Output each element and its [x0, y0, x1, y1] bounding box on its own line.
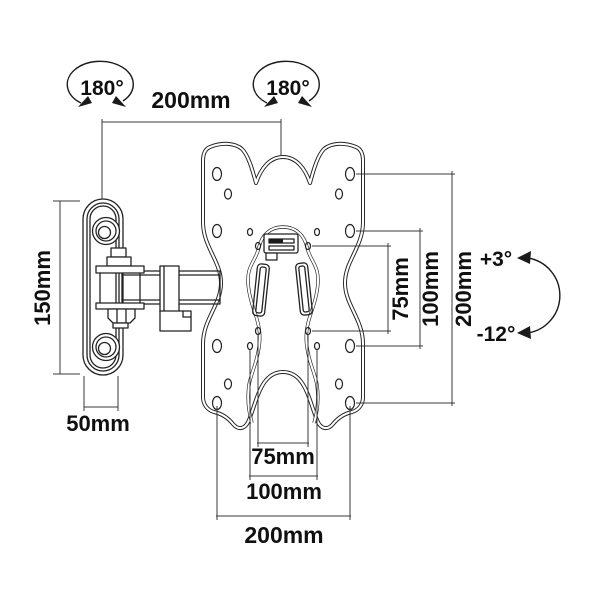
- mount-arm: [121, 265, 221, 332]
- wall-screw-bottom: [91, 332, 121, 362]
- label-bottom-vesa-75: 75mm: [251, 444, 315, 469]
- hex-nut: [107, 308, 136, 324]
- arm-end-block: [159, 310, 192, 332]
- tilt-arrow: [517, 251, 561, 339]
- dim-bottom-vesa-200: [216, 406, 351, 520]
- label-right-vesa-75: 75mm: [388, 257, 413, 321]
- latch-mechanism: [263, 233, 299, 261]
- left-slot: [252, 263, 270, 317]
- vesa-plate-outline: [201, 141, 365, 431]
- right-slot: [295, 262, 313, 316]
- inner-tilt-plate: [246, 225, 320, 424]
- dim-top-width: [101, 119, 282, 199]
- dimension-lines: [53, 119, 455, 520]
- swivel-arrow-left: [66, 60, 134, 107]
- label-tilt-down: -12°: [477, 323, 516, 346]
- label-bottom-vesa-100: 100mm: [246, 479, 322, 504]
- label-right-vesa-200: 200mm: [451, 251, 476, 327]
- dim-right-vesa-75: [312, 243, 391, 334]
- arm-clamp: [159, 265, 180, 313]
- swivel-arrow-right: [252, 60, 320, 107]
- hinge-pivot: [95, 247, 145, 329]
- dim-right-vesa-200: [356, 171, 455, 406]
- wall-plate: [82, 198, 145, 376]
- dim-bottom-vesa-100: [249, 349, 318, 480]
- wall-screw-top: [91, 216, 121, 246]
- label-tilt-up: +3°: [480, 248, 512, 271]
- dim-bottom-vesa-75: [257, 334, 309, 447]
- label-wall-plate-width: 50mm: [66, 411, 130, 436]
- dim-wall-plate-height: [53, 200, 80, 375]
- label-swivel-left: 180°: [80, 77, 123, 100]
- label-top-width: 200mm: [151, 87, 230, 113]
- label-swivel-right: 180°: [266, 77, 309, 100]
- label-bottom-vesa-200: 200mm: [244, 522, 323, 548]
- label-wall-plate-height: 150mm: [30, 250, 55, 326]
- dim-wall-plate-width: [83, 376, 119, 411]
- dim-right-vesa-100: [356, 228, 423, 349]
- label-right-vesa-100: 100mm: [418, 251, 443, 327]
